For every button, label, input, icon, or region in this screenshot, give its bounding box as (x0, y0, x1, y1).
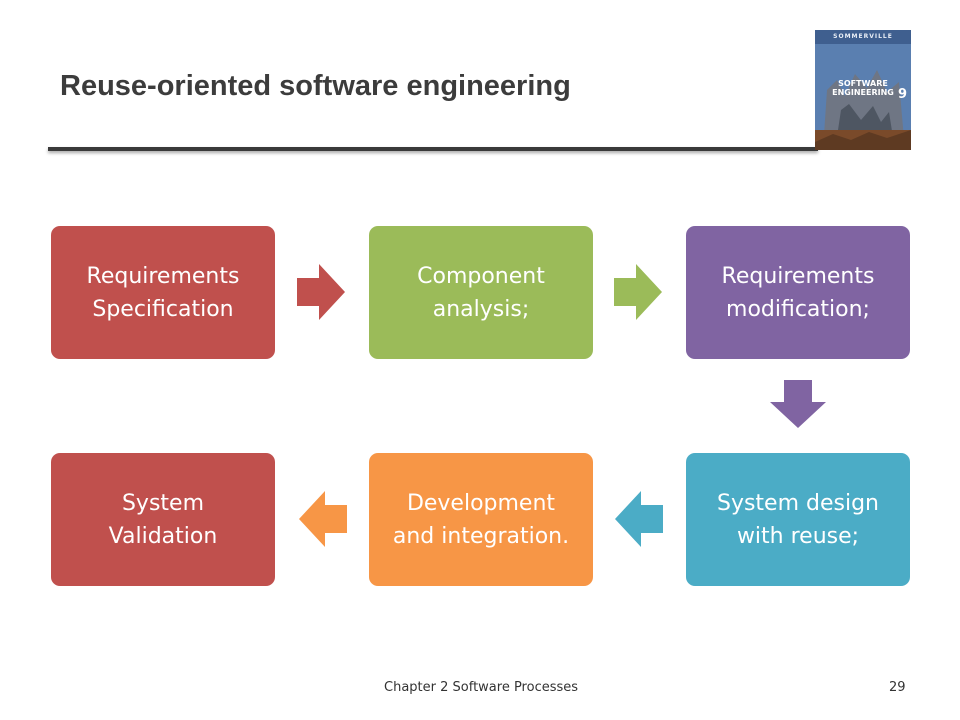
step-label: Requirements modification; (721, 263, 875, 322)
arrow-down-icon (770, 380, 826, 428)
book-author: SOMMERVILLE (833, 33, 893, 40)
book-title: SOFTWARE ENGINEERING (832, 79, 894, 97)
book-cover-art (815, 30, 911, 150)
step-component-analysis: Component analysis; (369, 226, 593, 359)
step-label: System Validation (108, 490, 218, 549)
step-system-validation: System Validation (51, 453, 275, 586)
arrow-right-icon (297, 264, 345, 320)
book-cover-image: SOMMERVILLE SOFTWARE ENGINEERING 9 (815, 30, 911, 150)
step-label: Development and integration. (392, 490, 570, 549)
arrow-left-icon (615, 491, 663, 547)
book-edition: 9 (897, 87, 907, 102)
step-requirements-modification: Requirements modification; (686, 226, 910, 359)
footer-chapter-label: Chapter 2 Software Processes (384, 680, 579, 695)
step-label: Requirements Specification (86, 263, 240, 322)
cover-rubble (815, 130, 911, 150)
title-underline (48, 147, 818, 151)
arrow-right-icon (614, 264, 662, 320)
arrow-left-icon (299, 491, 347, 547)
page-number: 29 (889, 680, 906, 695)
step-development-and-integration: Development and integration. (369, 453, 593, 586)
step-label: System design with reuse; (716, 490, 879, 549)
step-requirements-specification: Requirements Specification (51, 226, 275, 359)
cover-band (815, 30, 911, 44)
step-label: Component analysis; (417, 263, 545, 322)
slide-title: Reuse-oriented software engineering (60, 70, 571, 102)
step-system-design-with-reuse: System design with reuse; (686, 453, 910, 586)
